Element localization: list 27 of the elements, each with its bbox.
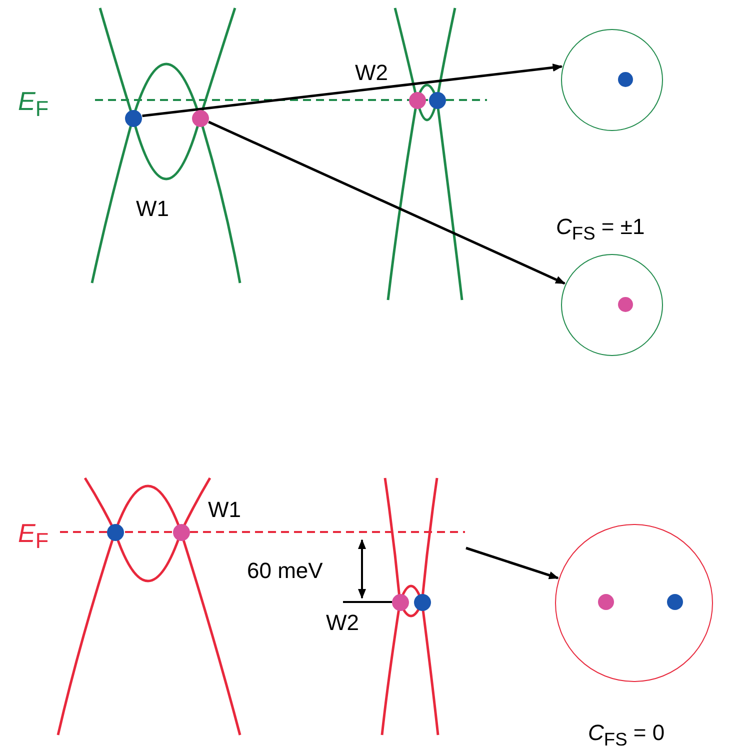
band-crossing-dot [428,92,446,108]
arrow [466,546,559,580]
arrow [142,64,563,118]
band-crossing-dot [392,594,408,610]
band-crossing-dot [172,524,190,540]
weyl-point-dot [618,297,633,312]
weyl-node-label: W2 [355,62,388,84]
band-crossing-dot [408,92,426,108]
fermi-surface-circle [555,524,713,682]
chern-number-label: C$_{FS}$ = ±1 [556,216,645,243]
weyl-node-label: W1 [136,198,169,220]
weyl-point-dot [598,594,614,610]
band-crossing-dot [192,110,208,126]
fermi-surface-circle [561,254,663,356]
weyl-point-dot [618,72,633,87]
fermi-level-label: E$_{F}$ [18,520,49,552]
band-crossing-dot [124,110,142,126]
fermi-surface-circle [561,29,663,131]
weyl-node-label: W2 [326,612,359,634]
fermi-level-label: E$_{F}$ [18,88,49,120]
energy-label: 60 meV [247,560,323,582]
arrow [208,120,566,285]
chern-number-label: C$_{FS}$ = 0 [588,722,665,749]
weyl-point-dot [666,594,682,610]
weyl-node-label: W1 [208,499,241,521]
band-crossing-dot [414,594,430,610]
band-crossing-dot [106,524,124,540]
